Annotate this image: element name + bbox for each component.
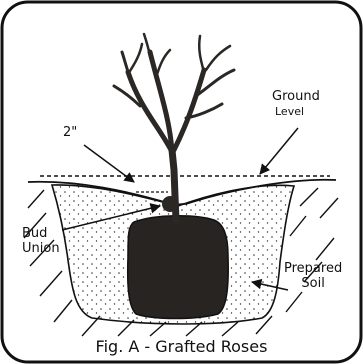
prepared-soil-label-line1: Prepared — [284, 262, 342, 277]
prepared-soil-label-line2: Soil — [284, 277, 342, 292]
ground-label-line2: Level — [275, 106, 304, 118]
figure-caption: Fig. A - Grafted Roses — [0, 338, 363, 356]
bud-union-label-line2: Union — [22, 242, 60, 257]
ground-label-line1: Ground — [272, 90, 320, 105]
bud-union-label-line1: Bud — [22, 227, 60, 242]
prepared-soil-label: Prepared Soil — [284, 262, 342, 291]
depth-label: 2" — [63, 126, 77, 141]
bud-union-label: Bud Union — [22, 227, 60, 256]
root-ball — [128, 216, 229, 319]
